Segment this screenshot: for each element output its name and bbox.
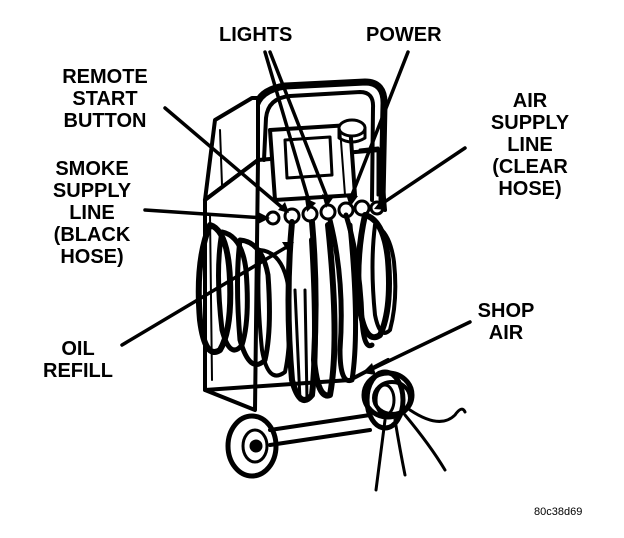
right-hose-coil (355, 212, 398, 341)
label-smoke-supply-line: SMOKE SUPPLY LINE (BLACK HOSE) (40, 158, 144, 268)
label-oil-refill: OIL REFILL (30, 338, 126, 382)
label-line: SMOKE (55, 158, 129, 180)
pointer-lights (263, 50, 333, 212)
label-air-supply-line: AIR SUPPLY LINE (CLEAR HOSE) (478, 90, 582, 200)
label-line: OIL (61, 338, 95, 360)
pointer-air-supply (374, 146, 467, 210)
label-line: HOSE) (60, 246, 124, 268)
shop-air-hose (361, 370, 467, 492)
label-pointers (120, 50, 472, 375)
label-shop-air: SHOP AIR (466, 300, 546, 344)
pointer-shop-air (362, 320, 472, 375)
pointer-oil-refill (120, 242, 294, 347)
label-line: HOSE) (498, 178, 562, 200)
pointer-smoke-supply (143, 208, 270, 224)
pointer-remote-start (163, 106, 289, 213)
label-remote-start-button: REMOTE START BUTTON (50, 66, 160, 132)
label-lights: LIGHTS (219, 24, 293, 46)
label-power: POWER (366, 24, 442, 46)
label-line: SUPPLY (52, 180, 132, 202)
label-line: BUTTON (63, 110, 147, 132)
figure-code: 80c38d69 (534, 506, 583, 518)
label-line: REMOTE (62, 66, 148, 88)
label-line: START (72, 88, 138, 110)
label-line: LINE (69, 202, 115, 224)
label-line: SHOP (477, 300, 535, 322)
label-line: (CLEAR (492, 156, 568, 178)
label-line: SUPPLY (490, 112, 570, 134)
label-line: AIR (488, 322, 524, 344)
label-line: AIR (512, 90, 548, 112)
label-line: (BLACK (53, 224, 131, 246)
label-line: REFILL (43, 360, 113, 382)
label-line: LINE (507, 134, 553, 156)
pointer-power (346, 50, 410, 207)
